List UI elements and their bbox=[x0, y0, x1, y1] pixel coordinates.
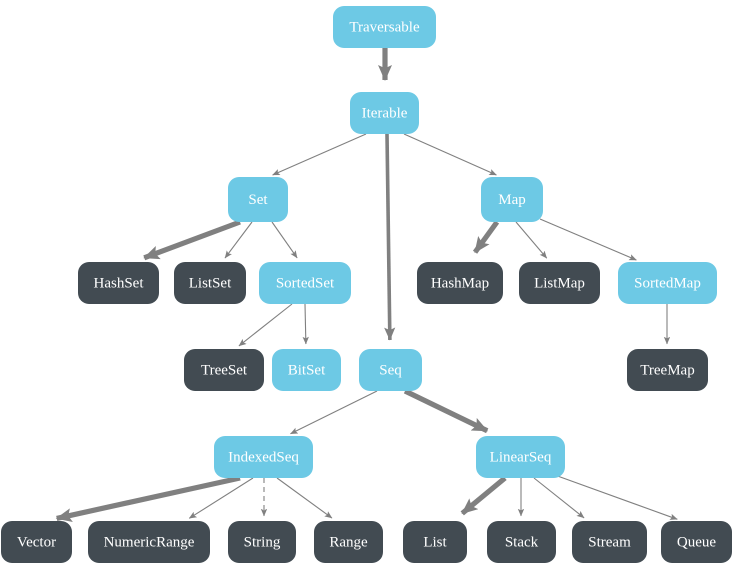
node-box-bitset[interactable] bbox=[272, 349, 341, 391]
node-indexedseq[interactable]: IndexedSeq bbox=[214, 436, 313, 478]
node-box-numericrange[interactable] bbox=[88, 521, 210, 563]
node-stream[interactable]: Stream bbox=[572, 521, 647, 563]
node-string[interactable]: String bbox=[228, 521, 296, 563]
node-queue[interactable]: Queue bbox=[661, 521, 732, 563]
node-hashset[interactable]: HashSet bbox=[78, 262, 159, 304]
node-box-indexedseq[interactable] bbox=[214, 436, 313, 478]
edge-indexedseq-to-numericrange bbox=[188, 477, 254, 519]
node-treeset[interactable]: TreeSet bbox=[184, 349, 264, 391]
node-set[interactable]: Set bbox=[228, 177, 288, 222]
node-treemap[interactable]: TreeMap bbox=[627, 349, 708, 391]
edge-iterable-to-set bbox=[272, 133, 367, 176]
node-stack[interactable]: Stack bbox=[487, 521, 556, 563]
edge-map-to-listmap bbox=[515, 221, 548, 259]
node-vector[interactable]: Vector bbox=[1, 521, 72, 563]
node-range[interactable]: Range bbox=[314, 521, 383, 563]
node-traversable[interactable]: Traversable bbox=[333, 6, 436, 48]
node-box-iterable[interactable] bbox=[350, 92, 419, 134]
edge-linearseq-to-stream bbox=[533, 477, 585, 519]
node-seq[interactable]: Seq bbox=[359, 349, 422, 391]
node-box-set[interactable] bbox=[228, 177, 288, 222]
edge-indexedseq-to-vector bbox=[55, 475, 241, 523]
node-box-string[interactable] bbox=[228, 521, 296, 563]
node-box-traversable[interactable] bbox=[333, 6, 436, 48]
node-iterable[interactable]: Iterable bbox=[350, 92, 419, 134]
node-numericrange[interactable]: NumericRange bbox=[88, 521, 210, 563]
node-box-stack[interactable] bbox=[487, 521, 556, 563]
node-box-stream[interactable] bbox=[572, 521, 647, 563]
edge-iterable-to-seq bbox=[384, 133, 396, 341]
edge-linearseq-to-queue bbox=[551, 473, 678, 520]
node-sortedmap[interactable]: SortedMap bbox=[618, 262, 717, 304]
node-box-sortedmap[interactable] bbox=[618, 262, 717, 304]
node-bitset[interactable]: BitSet bbox=[272, 349, 341, 391]
edge-linearseq-to-list bbox=[460, 475, 507, 516]
edge-map-to-sortedmap bbox=[539, 218, 637, 261]
node-box-vector[interactable] bbox=[1, 521, 72, 563]
edge-seq-to-indexedseq bbox=[290, 390, 378, 435]
node-box-treeset[interactable] bbox=[184, 349, 264, 391]
node-map[interactable]: Map bbox=[481, 177, 543, 222]
node-box-hashmap[interactable] bbox=[417, 262, 503, 304]
edge-set-to-hashset bbox=[143, 219, 241, 261]
edge-set-to-listset bbox=[224, 221, 253, 259]
edge-sortedset-to-bitset bbox=[302, 303, 309, 345]
edges-layer bbox=[55, 48, 678, 523]
edge-map-to-hashmap bbox=[472, 220, 500, 254]
node-box-sortedset[interactable] bbox=[259, 262, 351, 304]
edge-set-to-sortedset bbox=[271, 221, 298, 259]
node-box-hashset[interactable] bbox=[78, 262, 159, 304]
node-box-range[interactable] bbox=[314, 521, 383, 563]
edge-seq-to-linearseq bbox=[403, 388, 489, 434]
node-box-list[interactable] bbox=[403, 521, 467, 563]
node-sortedset[interactable]: SortedSet bbox=[259, 262, 351, 304]
node-box-treemap[interactable] bbox=[627, 349, 708, 391]
node-box-listset[interactable] bbox=[174, 262, 246, 304]
node-listmap[interactable]: ListMap bbox=[519, 262, 600, 304]
node-linearseq[interactable]: LinearSeq bbox=[476, 436, 565, 478]
edge-indexedseq-to-range bbox=[276, 477, 333, 519]
node-box-queue[interactable] bbox=[661, 521, 732, 563]
node-box-linearseq[interactable] bbox=[476, 436, 565, 478]
node-box-listmap[interactable] bbox=[519, 262, 600, 304]
node-hashmap[interactable]: HashMap bbox=[417, 262, 503, 304]
node-box-map[interactable] bbox=[481, 177, 543, 222]
node-box-seq[interactable] bbox=[359, 349, 422, 391]
node-listset[interactable]: ListSet bbox=[174, 262, 246, 304]
edge-sortedset-to-treeset bbox=[238, 303, 293, 347]
node-list[interactable]: List bbox=[403, 521, 467, 563]
edge-iterable-to-map bbox=[403, 133, 497, 176]
